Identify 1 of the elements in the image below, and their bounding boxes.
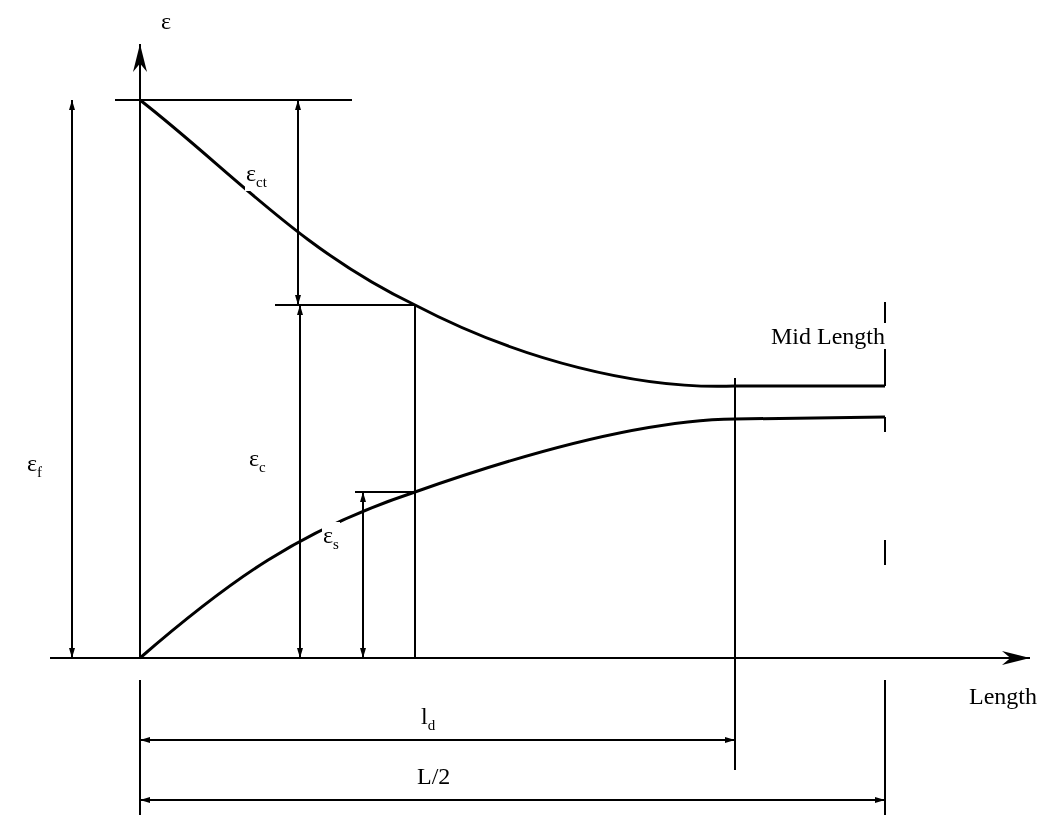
label: Mid Length [770, 323, 886, 349]
